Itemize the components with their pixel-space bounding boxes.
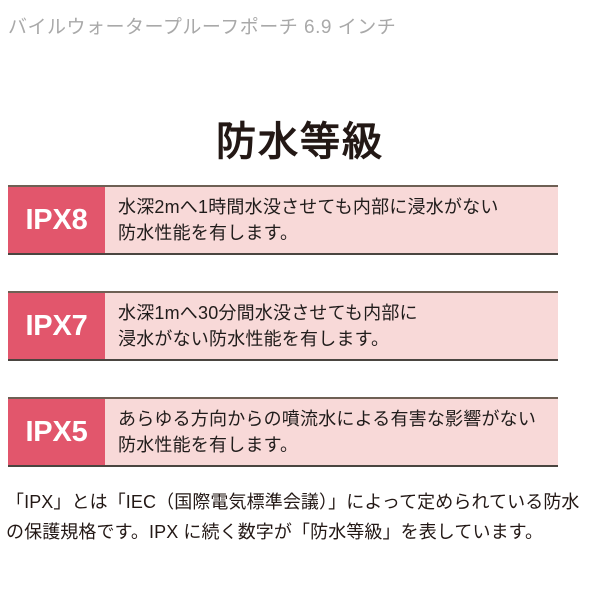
footnote-line-2: の保護規格です。IPX に続く数字が「防水等級」を表しています。 — [6, 522, 544, 542]
rating-badge-ipx5: IPX5 — [8, 399, 105, 465]
page-title: 防水等級 — [216, 119, 384, 164]
rating-description-line-1: あらゆる方向からの噴流水による有害な影響がない — [118, 409, 537, 429]
waterproof-rating-list: IPX8 水深2mへ1時間水没させても内部に浸水がない 防水性能を有します。 I… — [8, 185, 558, 467]
rating-description-line-2: 防水性能を有します。 — [118, 223, 299, 243]
table-row: IPX7 水深1mへ30分間水没させても内部に 浸水がない防水性能を有します。 — [8, 291, 558, 361]
rating-description-ipx8: 水深2mへ1時間水没させても内部に浸水がない 防水性能を有します。 — [105, 187, 558, 253]
rating-description-ipx5: あらゆる方向からの噴流水による有害な影響がない 防水性能を有します。 — [105, 399, 558, 465]
rating-description-line-2: 防水性能を有します。 — [118, 435, 299, 455]
rating-description-line-1: 水深2mへ1時間水没させても内部に浸水がない — [118, 197, 499, 217]
table-row: IPX5 あらゆる方向からの噴流水による有害な影響がない 防水性能を有します。 — [8, 397, 558, 467]
table-row: IPX8 水深2mへ1時間水没させても内部に浸水がない 防水性能を有します。 — [8, 185, 558, 255]
rating-badge-ipx7: IPX7 — [8, 293, 105, 359]
rating-badge-ipx8: IPX8 — [8, 187, 105, 253]
rating-description-ipx7: 水深1mへ30分間水没させても内部に 浸水がない防水性能を有します。 — [105, 293, 558, 359]
rating-description-line-2: 浸水がない防水性能を有します。 — [118, 329, 390, 349]
rating-description-line-1: 水深1mへ30分間水没させても内部に — [118, 303, 418, 323]
footnote-line-1: 「IPX」とは「IEC（国際電気標準会議）」によって定められている防水 — [6, 492, 580, 512]
footnote: 「IPX」とは「IEC（国際電気標準会議）」によって定められている防水 の保護規… — [6, 487, 594, 547]
product-caption: バイルウォータープルーフポーチ 6.9 インチ — [8, 17, 397, 38]
